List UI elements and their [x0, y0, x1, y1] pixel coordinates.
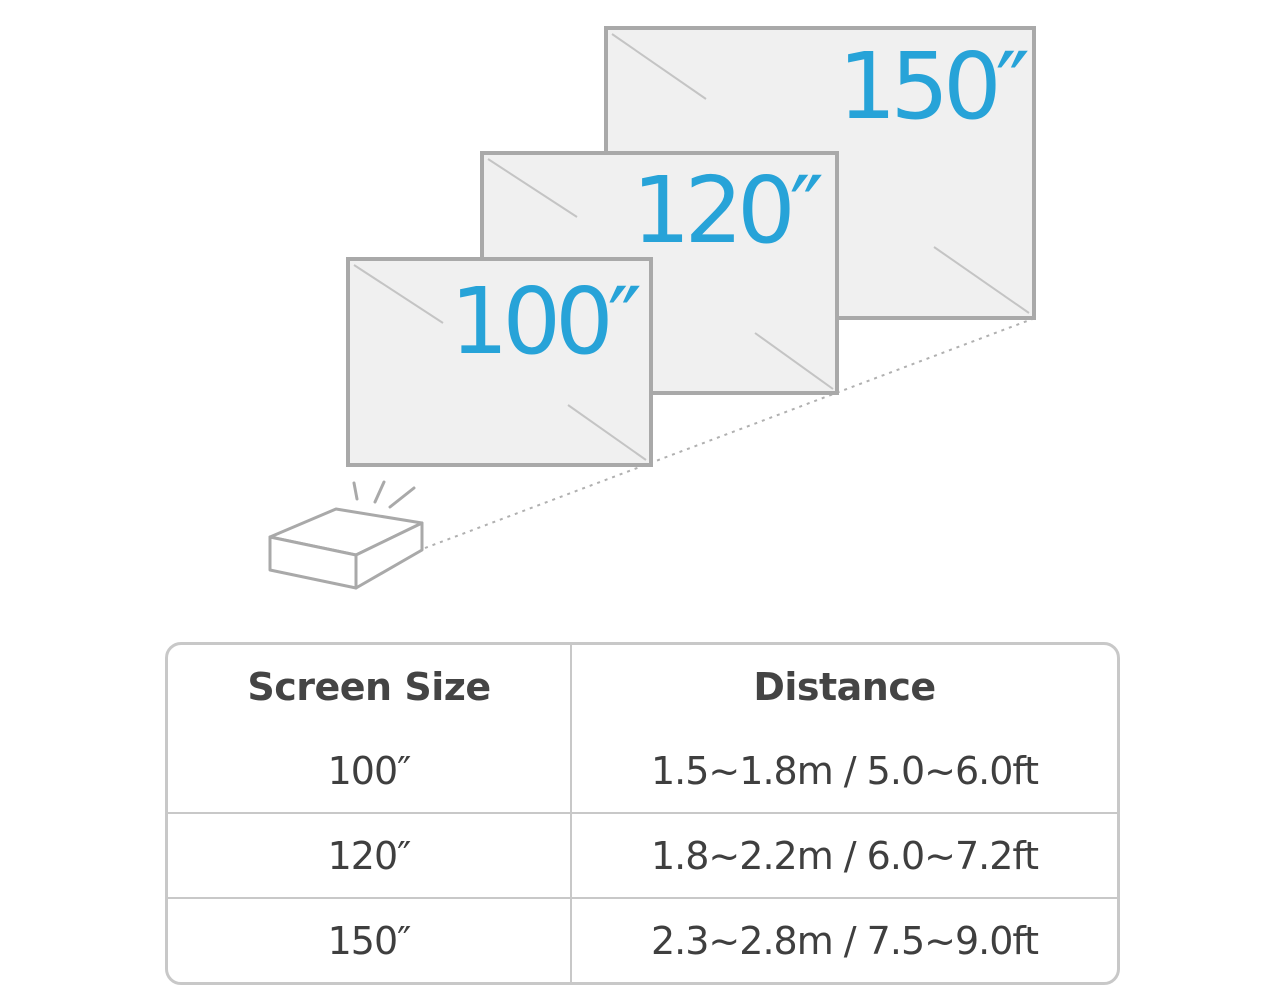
screen-size-cell: 120″: [168, 814, 572, 899]
table-row: 150″ 2.3~2.8m / 7.5~9.0ft: [168, 899, 1117, 982]
screen-size-cell: 150″: [168, 899, 572, 982]
distance-cell: 1.5~1.8m / 5.0~6.0ft: [572, 729, 1117, 814]
screen-100-label: 100″: [450, 268, 641, 375]
column-header-distance: Distance: [753, 665, 936, 709]
distance-cell: 1.8~2.2m / 6.0~7.2ft: [572, 814, 1117, 899]
screen-100: 100″: [346, 257, 653, 467]
screen-120-label: 120″: [632, 157, 823, 264]
projector-icon: [268, 480, 424, 590]
throw-distance-table: Screen Size Distance 100″ 1.5~1.8m / 5.0…: [165, 642, 1120, 985]
screen-size-cell: 100″: [168, 729, 572, 814]
table-row: 100″ 1.5~1.8m / 5.0~6.0ft: [168, 729, 1117, 814]
table-header-row: Screen Size Distance: [168, 645, 1117, 729]
table-row: 120″ 1.8~2.2m / 6.0~7.2ft: [168, 814, 1117, 899]
distance-cell: 2.3~2.8m / 7.5~9.0ft: [651, 918, 1039, 963]
projection-diagram: 150″ 120″ 100″: [268, 26, 1036, 590]
column-header-screen-size: Screen Size: [168, 645, 572, 729]
screen-150-label: 150″: [838, 33, 1029, 140]
